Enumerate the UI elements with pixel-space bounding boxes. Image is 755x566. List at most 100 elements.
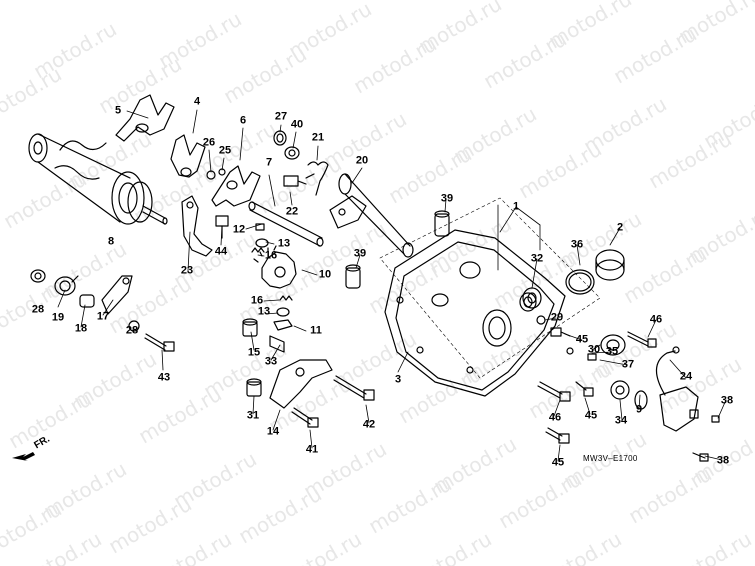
callout-washer-26: 26 [202, 136, 216, 149]
bolt-37 [587, 353, 597, 361]
callout-bolt-37: 37 [621, 358, 635, 371]
callout-washer-35: 35 [605, 345, 619, 358]
oring-40 [284, 146, 300, 160]
arm-17 [101, 275, 133, 315]
callout-spring-16-bottom: 16 [250, 294, 264, 307]
bearing-32 [522, 287, 542, 309]
callout-pin-13-bottom: 13 [257, 305, 271, 318]
diagram-code: MW3V–E1700 [583, 454, 638, 463]
callout-pin-13-top: 13 [277, 237, 291, 250]
seal-34 [610, 380, 630, 400]
clip-27 [273, 130, 287, 146]
callout-spring-16-top: 16 [264, 249, 278, 262]
bolt-45-c [545, 427, 570, 444]
bolt-44 [215, 215, 229, 239]
spring-21 [305, 161, 329, 196]
shift-drum [28, 133, 168, 225]
pin-25 [218, 168, 226, 176]
callout-oring-36: 36 [570, 238, 584, 251]
callout-fork-center: 4 [193, 95, 201, 108]
collar-33 [269, 335, 285, 353]
bolt-46-right [627, 331, 657, 348]
callout-gear-10: 10 [318, 268, 332, 281]
callout-fork-left: 5 [114, 104, 122, 117]
shift-fork-5 [115, 94, 175, 142]
bolt-41 [291, 407, 319, 428]
callout-rod-7: 7 [265, 156, 273, 169]
plate-11 [273, 319, 293, 331]
callout-label-1: 1 [512, 200, 520, 213]
gear-10 [253, 245, 297, 289]
callout-shaft-20: 20 [355, 154, 369, 167]
sensor-24 [655, 346, 699, 432]
shift-fork-4 [170, 134, 206, 178]
callout-arm-17: 17 [96, 310, 110, 323]
front-direction-arrow-icon [12, 452, 35, 461]
pin-13-top [255, 238, 269, 248]
washer-28-mid [128, 320, 140, 332]
callout-screw-38-b: 38 [716, 454, 730, 467]
bolt-45-a [550, 327, 571, 337]
callout-dowel-39-top: 39 [440, 192, 454, 205]
callout-oring-40: 40 [290, 118, 304, 131]
callout-case-3: 3 [394, 373, 402, 386]
callout-plate-11: 11 [310, 324, 322, 337]
callout-bolt-45-b: 45 [584, 409, 598, 422]
collar-18 [79, 294, 95, 308]
collar-15 [242, 318, 258, 337]
callout-spring-19: 19 [51, 311, 65, 324]
callout-collar-15: 15 [247, 346, 261, 359]
collar-31 [246, 378, 262, 397]
callout-collar-31: 31 [246, 409, 260, 422]
spring-19 [54, 275, 79, 296]
dowel-39-top [434, 210, 450, 237]
callout-pin-22: 22 [285, 205, 299, 218]
oring-9 [634, 390, 648, 410]
cap-2 [595, 249, 625, 281]
callout-dowel-39-mid: 39 [353, 247, 367, 260]
callout-fork-right: 6 [239, 114, 247, 127]
spring-16-top [251, 247, 265, 253]
bracket-23 [181, 195, 213, 257]
callout-washer-28-left: 28 [31, 303, 45, 316]
washer-35 [566, 347, 574, 355]
bracket-14 [269, 359, 333, 409]
main-case [384, 229, 566, 397]
callout-oring-9: 9 [635, 403, 643, 416]
bolt-43 [144, 333, 175, 352]
pin-13-bottom [276, 307, 290, 317]
callout-cap-2: 2 [616, 221, 624, 234]
screw-38-a [711, 415, 720, 423]
dowel-39-mid [345, 264, 361, 289]
callout-seal-34: 34 [614, 414, 628, 427]
bolt-42 [333, 375, 375, 401]
washer-26 [206, 170, 216, 180]
callout-clip-27: 27 [274, 110, 288, 123]
callout-seal-30: 30 [587, 343, 601, 356]
shift-shaft [329, 173, 414, 258]
callout-screw-38-a: 38 [720, 394, 734, 407]
callout-spring-21: 21 [311, 131, 325, 144]
callout-bolt-44: 44 [214, 245, 228, 258]
spring-16-bottom [279, 295, 293, 301]
screw-38-b [692, 452, 709, 462]
callout-pin-25: 25 [218, 144, 232, 157]
callout-shift-drum: 8 [107, 235, 115, 248]
callout-bolt-46-right: 46 [649, 313, 663, 326]
callout-bolt-42: 42 [362, 418, 376, 431]
seal-30 [600, 334, 626, 356]
oring-36 [565, 269, 595, 295]
callout-bolt-45-a: 45 [575, 333, 589, 346]
callout-bracket-14: 14 [266, 425, 280, 438]
shift-rod [248, 201, 324, 247]
bolt-46-lower [537, 381, 571, 402]
callout-washer-29: 29 [550, 311, 564, 324]
washer-28-left [30, 269, 46, 283]
washer-29 [536, 315, 546, 325]
callout-collar-33: 33 [264, 355, 278, 368]
leader-lines [57, 109, 727, 462]
callout-bolt-46-lower: 46 [548, 411, 562, 424]
bolt-12 [255, 223, 265, 231]
